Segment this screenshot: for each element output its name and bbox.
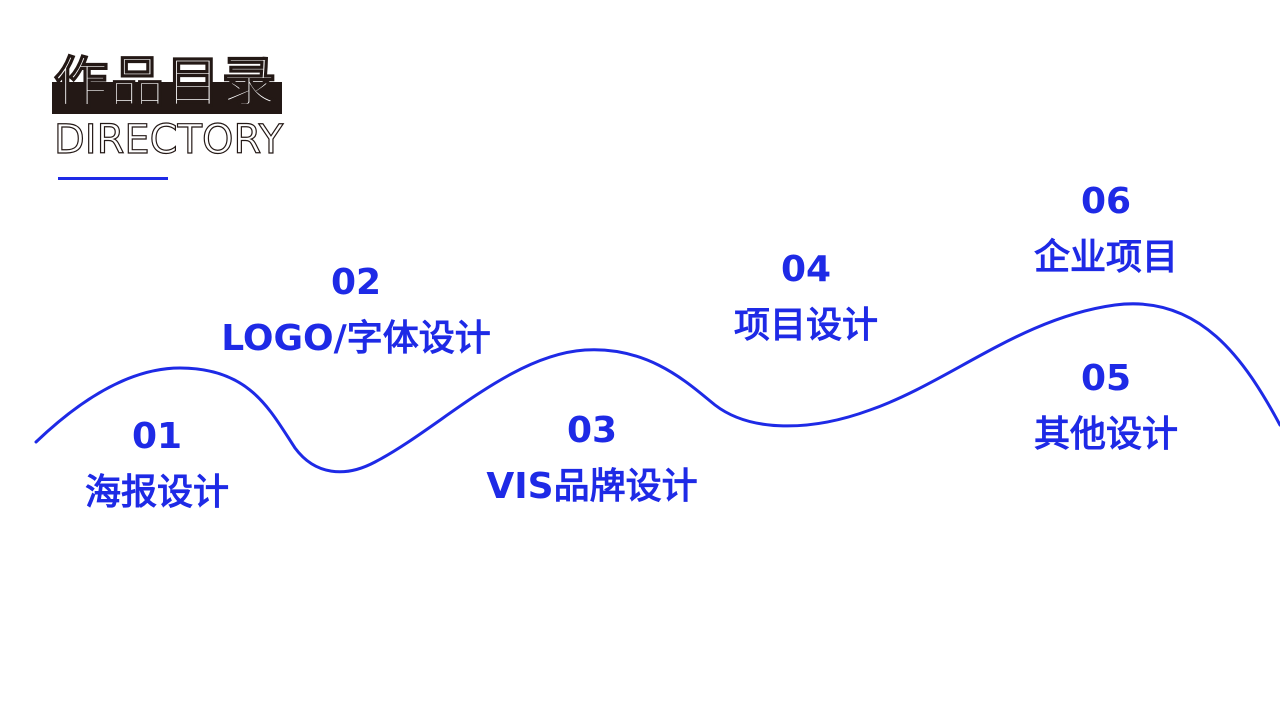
item-number: 05 — [1080, 358, 1132, 399]
directory-item-02[interactable]: 02 LOGO/字体设计 — [206, 265, 506, 357]
directory-item-04[interactable]: 04 项目设计 — [716, 252, 896, 344]
item-label: 项目设计 — [733, 305, 878, 346]
item-number: 04 — [780, 249, 832, 290]
wave-path — [34, 302, 1280, 474]
directory-item-05[interactable]: 05 其他设计 — [1016, 361, 1196, 453]
item-number: 06 — [1080, 181, 1132, 222]
item-number: 03 — [566, 410, 618, 451]
directory-item-01[interactable]: 01 海报设计 — [76, 419, 238, 511]
item-label: 其他设计 — [1033, 414, 1178, 455]
item-number: 01 — [131, 416, 183, 457]
page-title: 作品目录 — [53, 51, 278, 114]
title-block: 作品目录 DIRECTORY — [52, 52, 284, 192]
directory-item-03[interactable]: 03 VIS品牌设计 — [452, 413, 732, 505]
title-underline — [58, 177, 168, 180]
item-label: 海报设计 — [84, 472, 229, 513]
item-label: 企业项目 — [1033, 237, 1178, 278]
directory-item-06[interactable]: 06 企业项目 — [1016, 184, 1196, 276]
item-number: 02 — [330, 262, 382, 303]
item-label: VIS品牌设计 — [486, 466, 698, 507]
title-highlight-bar — [52, 82, 282, 114]
item-label: LOGO/字体设计 — [221, 318, 491, 359]
page-subtitle: DIRECTORY — [53, 117, 284, 163]
